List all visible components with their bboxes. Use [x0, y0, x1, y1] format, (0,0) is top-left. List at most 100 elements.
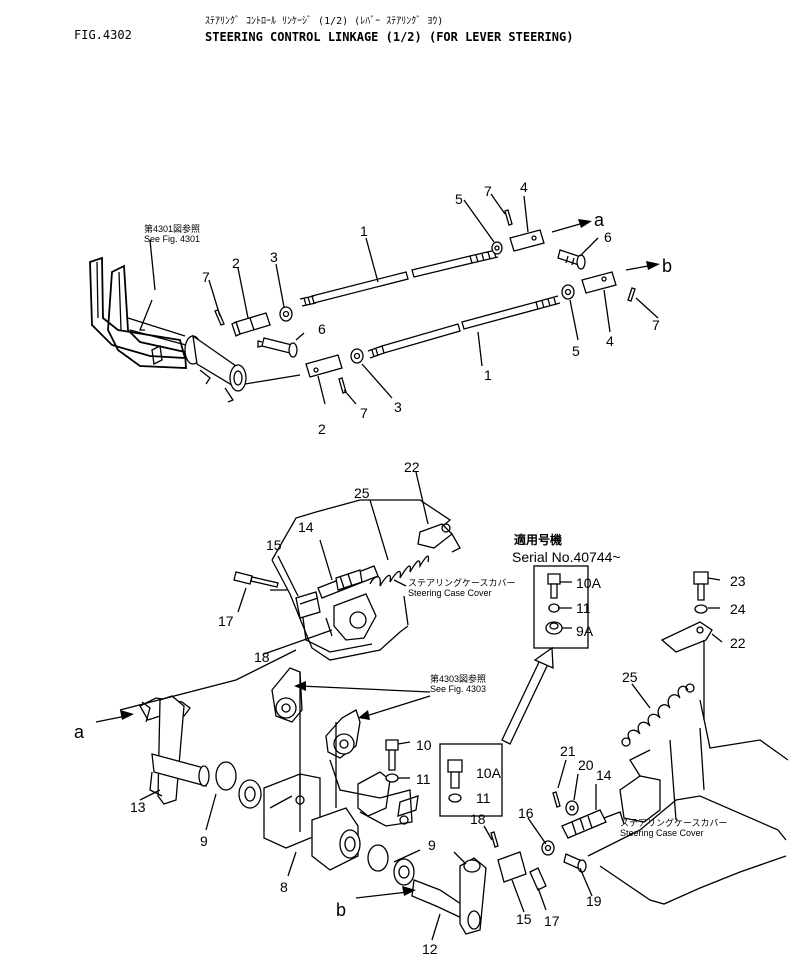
title-english: STEERING CONTROL LINKAGE (1/2) (FOR LEVE… — [205, 30, 574, 44]
steering-case-cover-right — [587, 699, 788, 905]
label-19: 19 — [586, 893, 602, 909]
bolt-23 — [693, 571, 709, 601]
label-12: 12 — [422, 941, 438, 956]
arrow-b-top — [625, 261, 660, 271]
arrow-a-label-top: a — [594, 210, 605, 230]
leaders-lower — [95, 471, 554, 941]
label-6-right: 6 — [604, 229, 612, 245]
clevis-15-right — [497, 851, 527, 883]
pin-19 — [563, 853, 587, 873]
lever-block-right — [603, 749, 661, 825]
pin-6-left — [257, 337, 298, 358]
label-5-top: 5 — [455, 191, 463, 207]
case-cover-left-en: Steering Case Cover — [408, 588, 492, 598]
label-7-right-bottom: 7 — [652, 317, 660, 333]
cotter-pin-7-d — [627, 287, 636, 302]
label-16: 16 — [518, 805, 534, 821]
label-7-left-top: 7 — [202, 269, 210, 285]
label-18-right: 18 — [470, 811, 486, 827]
cotter-pin-7-a — [214, 309, 225, 326]
clevis-4-lower — [581, 271, 617, 294]
label-3-top: 3 — [270, 249, 278, 265]
clevis-2-lower — [305, 354, 343, 378]
label-21: 21 — [560, 743, 576, 759]
ref-4303-en: See Fig. 4303 — [430, 684, 486, 694]
case-cover-left-jp: ステアリングケースカバー — [408, 577, 516, 588]
inset-bolt-box — [439, 743, 503, 817]
cotter-pin-7-c — [504, 209, 513, 226]
label-5-bottom: 5 — [572, 343, 580, 359]
nut-5-lower — [561, 284, 575, 300]
label-17-left: 17 — [218, 613, 234, 629]
arrow-b-label-bottom: b — [336, 900, 346, 920]
label-9a-serial: 9A — [576, 623, 594, 639]
label-17-right: 17 — [544, 913, 560, 929]
label-11-serial: 11 — [576, 600, 591, 616]
bracket-22-right — [660, 621, 713, 720]
label-7-right-top: 7 — [484, 183, 492, 199]
leaders-upper — [149, 193, 659, 405]
steering-lever-frame — [89, 256, 301, 403]
label-14-left: 14 — [298, 519, 314, 535]
label-22-left: 22 — [404, 459, 420, 475]
bushing-9-right — [367, 844, 415, 886]
label-4-top: 4 — [520, 179, 528, 195]
washer-24 — [694, 604, 708, 614]
label-25-right: 25 — [622, 669, 638, 685]
spring-25-right — [621, 683, 695, 747]
label-9-left: 9 — [200, 833, 208, 849]
label-18-left: 18 — [254, 649, 270, 665]
label-1-bottom: 1 — [484, 367, 492, 383]
case-cover-right-jp: ステアリングケースカバー — [620, 817, 728, 828]
bellcrank-4303-upper — [271, 667, 303, 723]
serial-heading: 適用号機 — [514, 532, 562, 547]
label-10: 10 — [416, 737, 432, 753]
bracket-plate — [357, 771, 419, 817]
label-15-left: 15 — [266, 537, 282, 553]
cotter-pin-18 — [490, 831, 499, 848]
label-11-outer: 11 — [416, 771, 431, 787]
nut-3-upper — [279, 306, 293, 322]
title-katakana: ｽﾃｱﾘﾝｸﾞ ｺﾝﾄﾛｰﾙ ﾘﾝｹｰｼﾞ (1/2) (ﾚﾊﾞｰ ｽﾃｱﾘﾝｸ… — [205, 16, 444, 27]
clevis-15-left — [295, 591, 321, 619]
label-24: 24 — [730, 601, 746, 617]
label-8: 8 — [280, 879, 288, 895]
label-3-bottom: 3 — [394, 399, 402, 415]
label-20: 20 — [578, 757, 594, 773]
spring-25-left — [369, 555, 430, 587]
nut-16 — [541, 840, 555, 856]
label-1-top: 1 — [360, 223, 368, 239]
rod-1-lower — [367, 295, 561, 359]
nut-3-lower — [350, 348, 364, 364]
ref-4301-en: See Fig. 4301 — [144, 234, 200, 244]
cotter-pin-7-b — [338, 377, 347, 394]
bolt-10 — [385, 739, 399, 783]
label-13: 13 — [130, 799, 146, 815]
fig-number: FIG.4302 — [74, 28, 132, 42]
label-14-right: 14 — [596, 767, 612, 783]
clevis-4-upper — [509, 229, 545, 252]
label-15-right: 15 — [516, 911, 532, 927]
bolt-17-right — [529, 867, 547, 891]
label-23: 23 — [730, 573, 746, 589]
nut-5-upper — [491, 241, 503, 255]
bellcrank-4303-lower — [325, 709, 361, 759]
steering-lever-12 — [411, 851, 487, 935]
rod-1-upper — [299, 249, 499, 307]
label-2-top: 2 — [232, 255, 240, 271]
serial-inset-box — [533, 565, 589, 649]
steering-lever-13 — [139, 695, 210, 805]
label-10a-inset: 10A — [476, 765, 502, 781]
pin-6-right — [557, 249, 586, 270]
arrow-a-label-bottom: a — [74, 722, 85, 742]
arrow-b-label-top: b — [662, 256, 672, 276]
label-6-left: 6 — [318, 321, 326, 337]
ref-4301-jp: 第4301図参照 — [144, 223, 200, 234]
label-10a-serial: 10A — [576, 575, 602, 591]
label-4-bottom: 4 — [606, 333, 614, 349]
cotter-pin-21 — [552, 791, 561, 808]
serial-number: Serial No.40744~ — [512, 549, 621, 565]
rod-14-left — [317, 565, 379, 599]
